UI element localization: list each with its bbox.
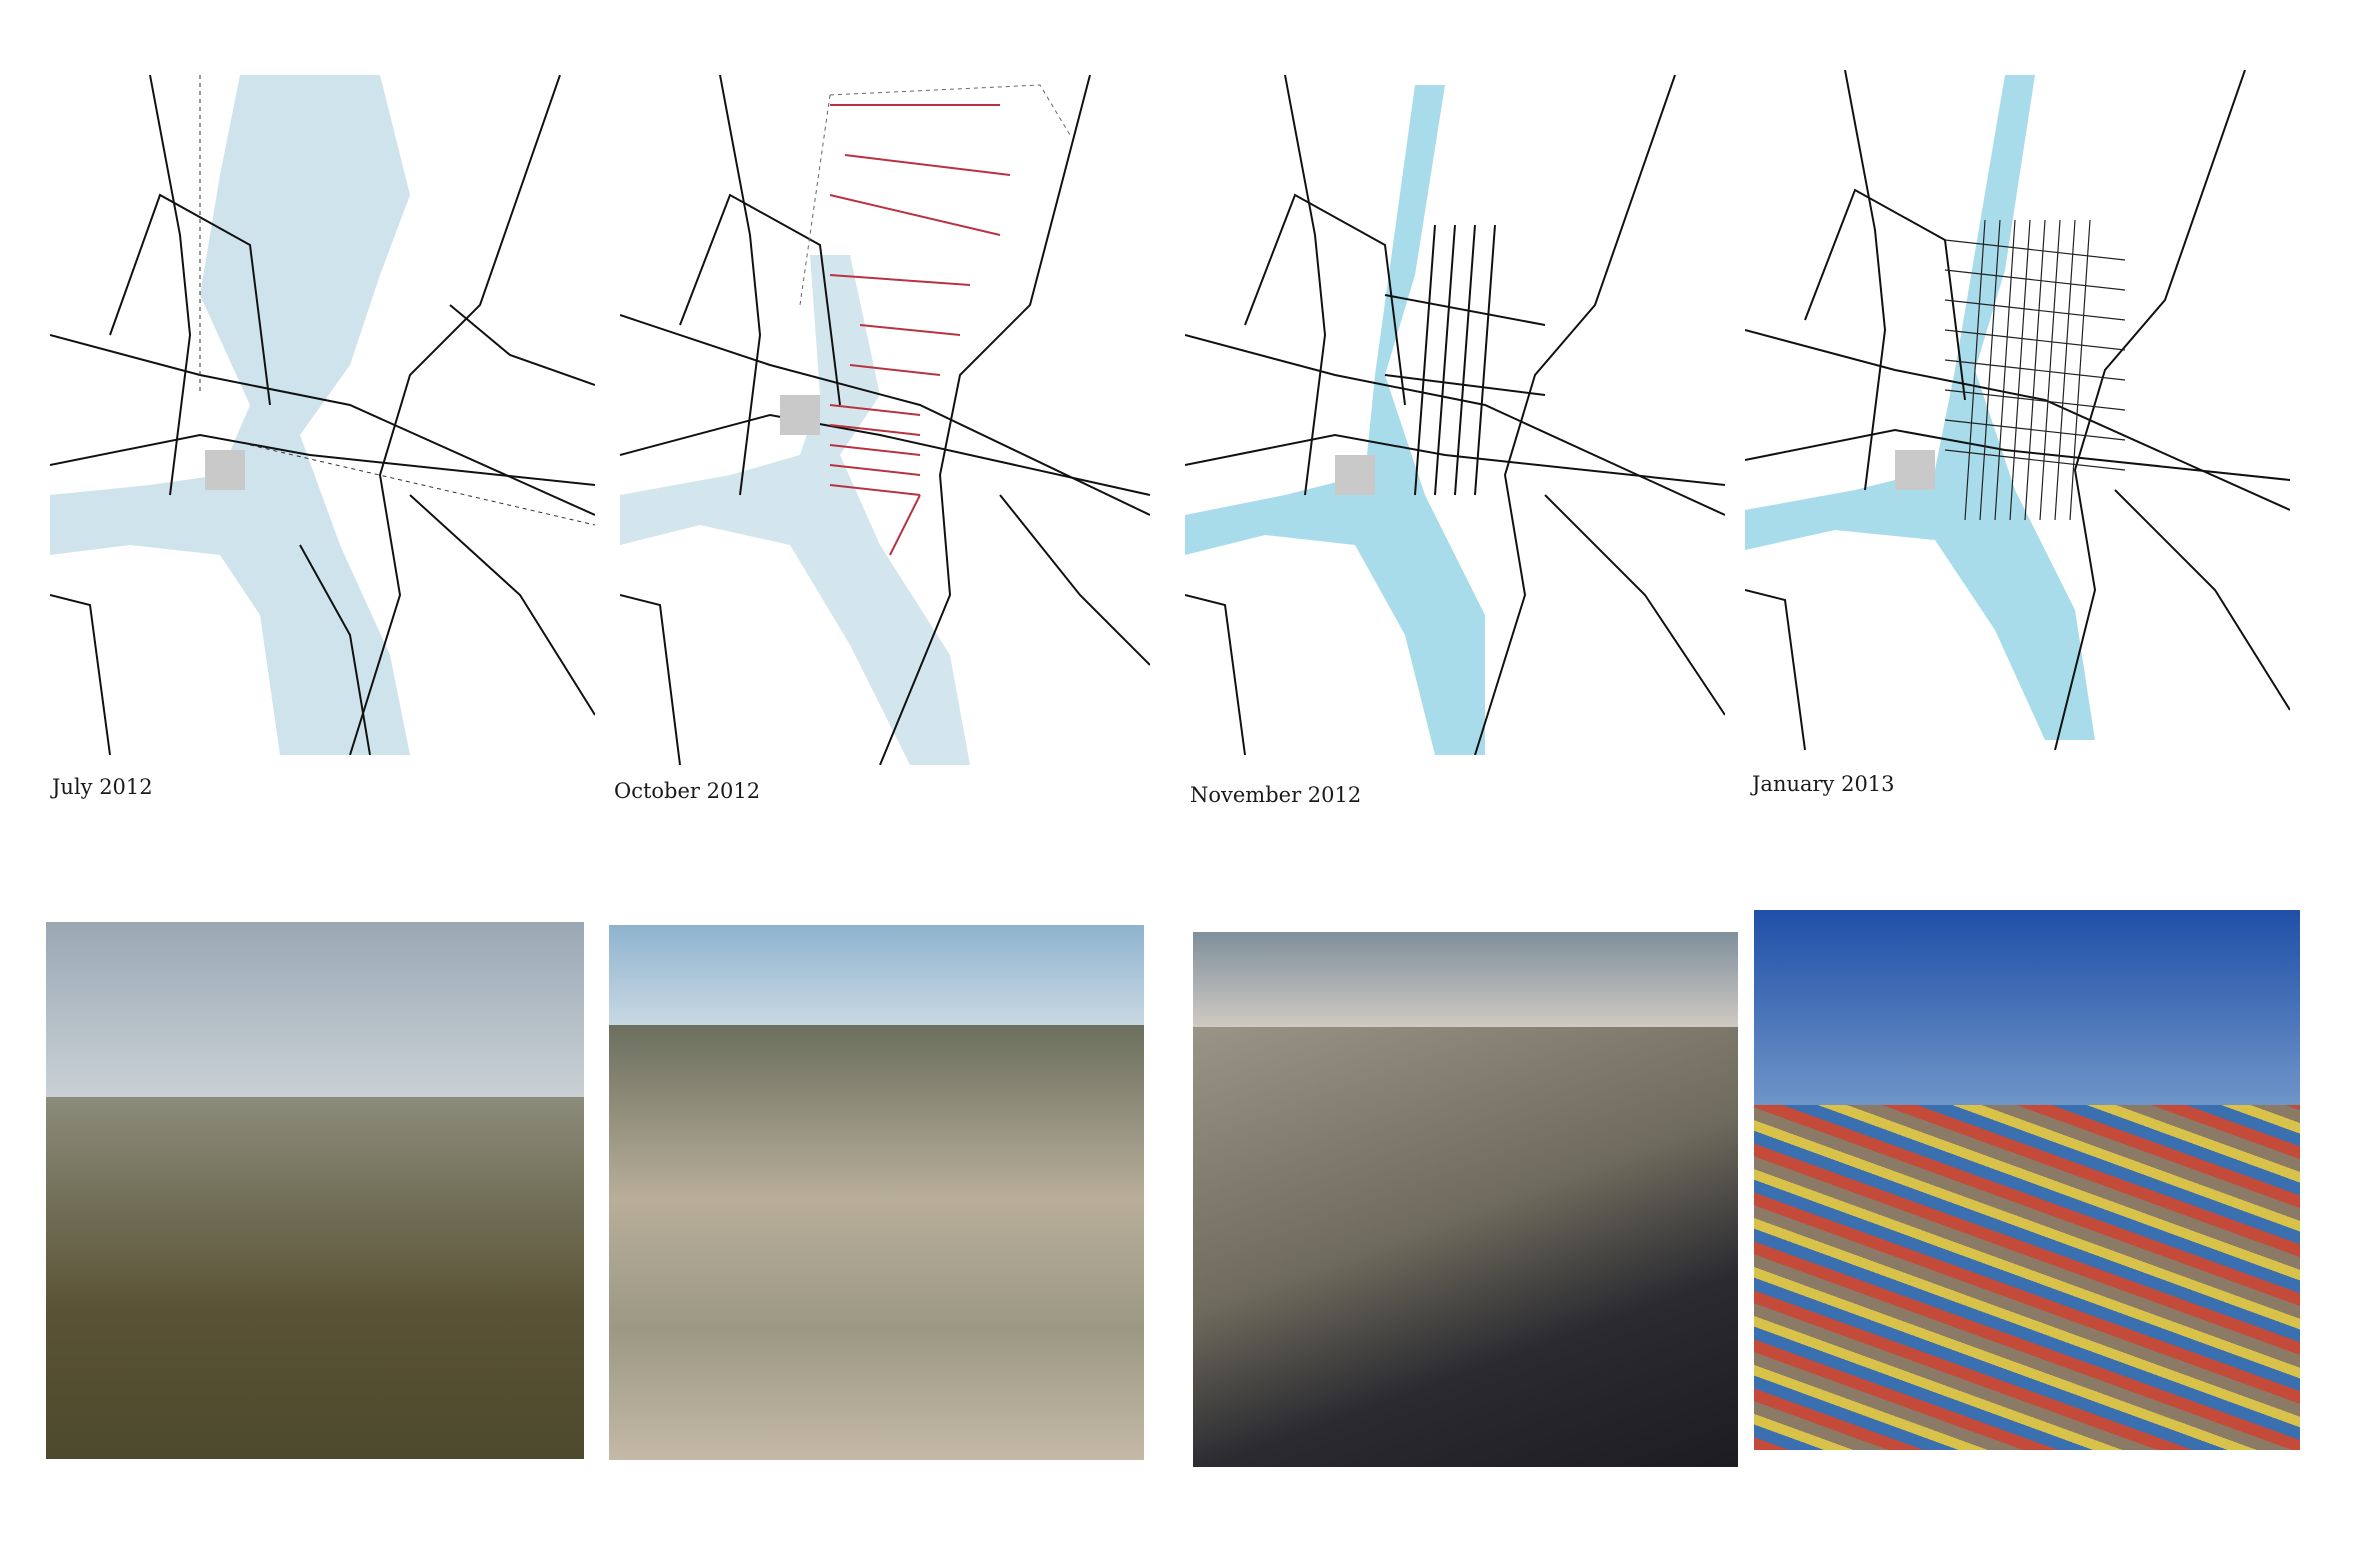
map-drawing [50,75,595,755]
date-label: October 2012 [614,779,761,803]
map-july-2012 [50,75,595,755]
survey-arrows [829,104,1011,556]
map-january-2013 [1745,70,2290,750]
photo-october-2012-sandbanks [609,925,1144,1460]
map-drawing [1185,75,1725,755]
camp-grid [1944,219,2126,521]
map-october-2012 [620,75,1150,765]
photo-november-2012-camp-layout [1193,932,1738,1467]
photo-january-2013-tent-city [1754,910,2300,1450]
river [1745,75,2095,740]
photo-july-2012-flooded-river [46,922,584,1459]
date-label: July 2012 [52,775,153,799]
river [50,75,410,755]
date-label: January 2013 [1752,772,1895,796]
river [1185,85,1485,755]
map-november-2012 [1185,75,1725,755]
river [620,255,970,765]
date-label: November 2012 [1190,783,1362,807]
map-drawing [620,75,1150,765]
map-drawing [1745,70,2290,750]
